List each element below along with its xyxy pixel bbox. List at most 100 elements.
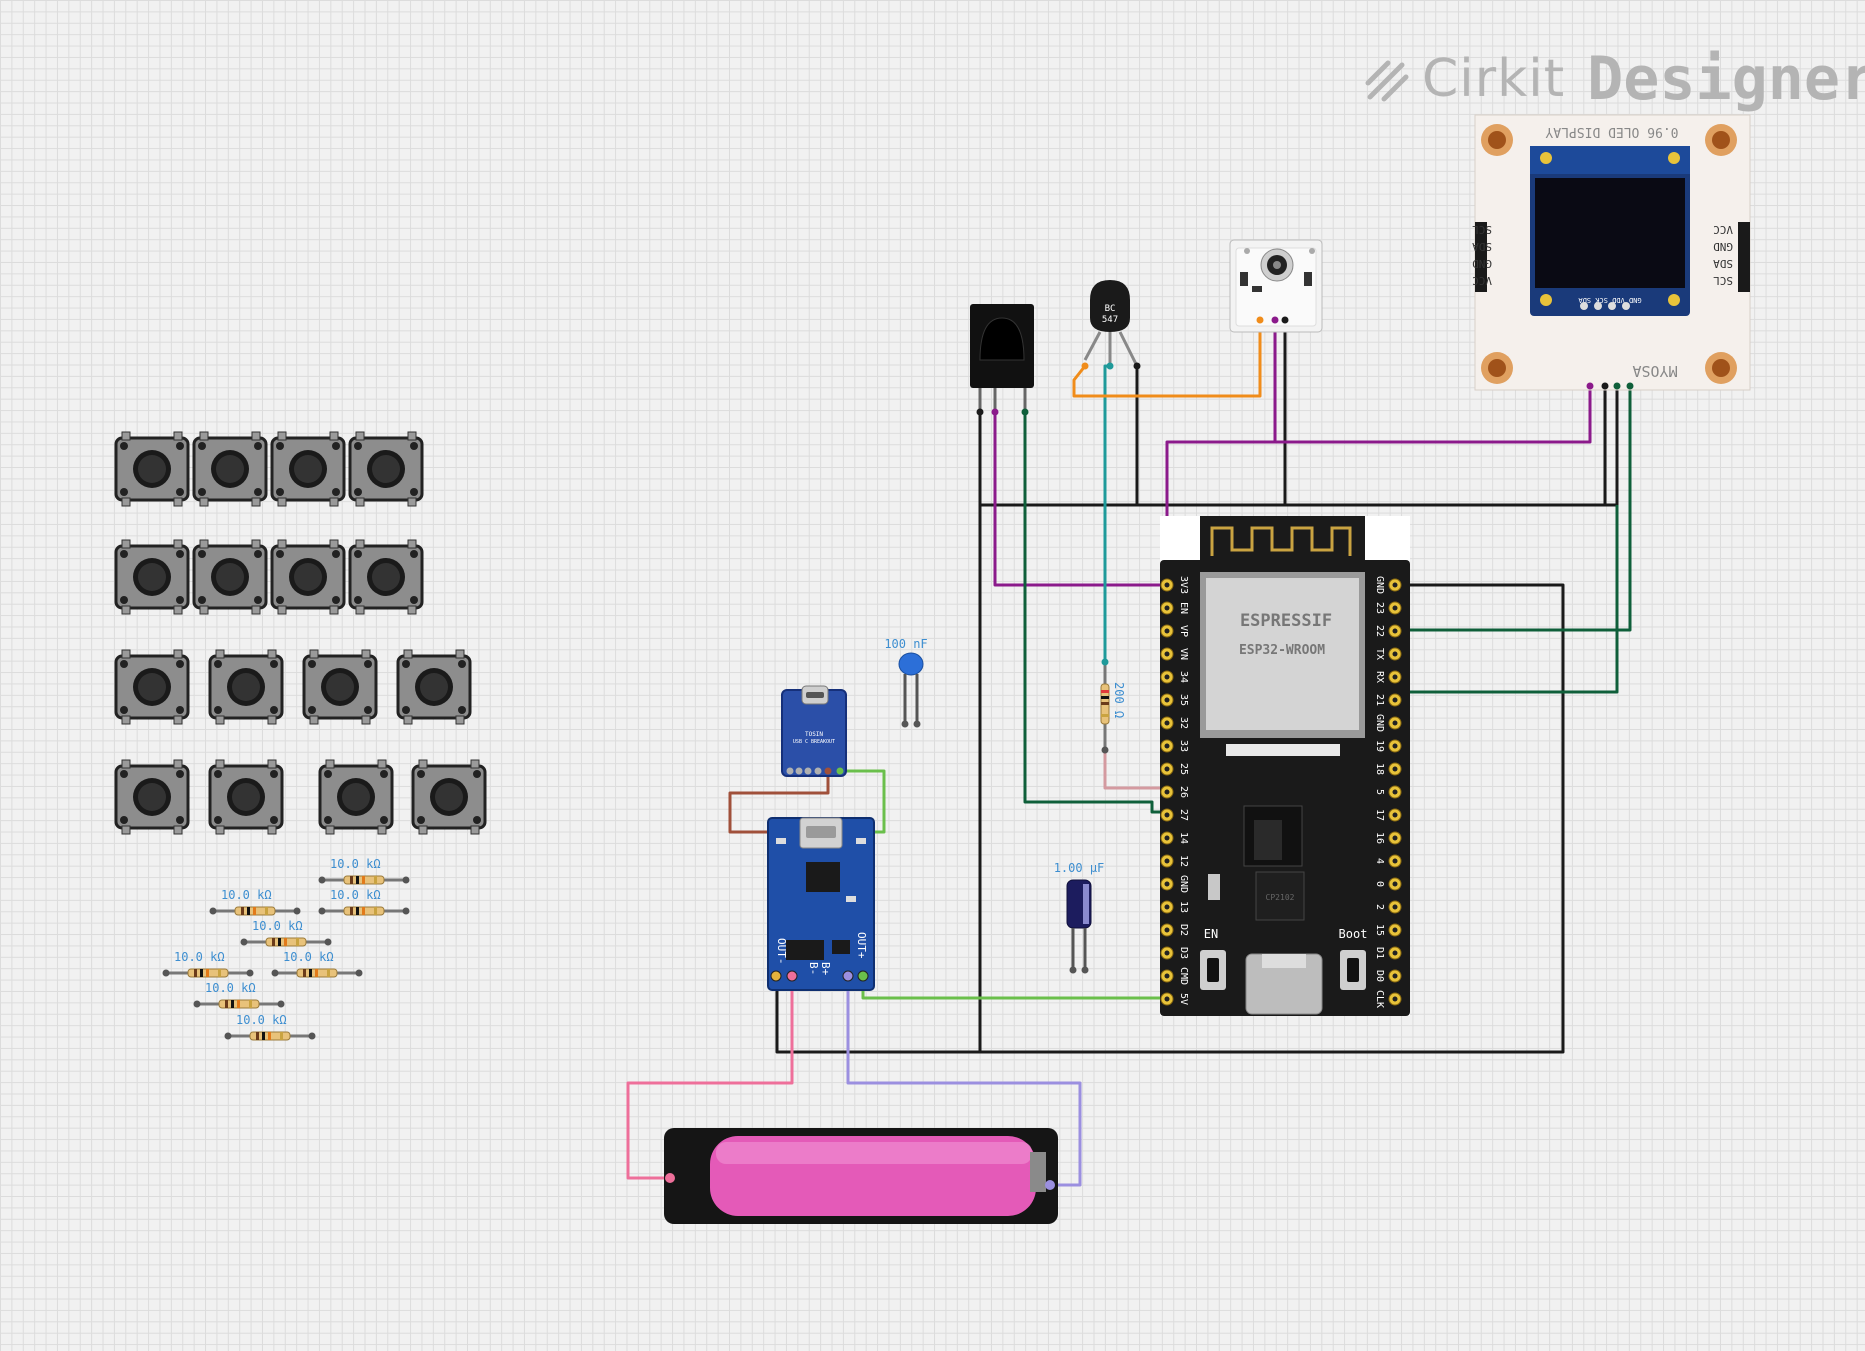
wire-transistor-collector[interactable] — [1072, 323, 1262, 398]
push-button-array — [114, 430, 487, 836]
transistor-label-2: 547 — [1102, 315, 1118, 325]
wire-gnd-bottom-bus[interactable] — [775, 583, 1565, 1054]
pin-hole — [1164, 858, 1170, 864]
esp32-button-en-label: EN — [1204, 927, 1218, 941]
esp32-pin-label: 26 — [1178, 786, 1189, 798]
pin-hole — [1164, 674, 1170, 680]
electrolytic-capacitor-label: 1.00 µF — [1054, 861, 1105, 875]
wire-outplus-5v[interactable] — [861, 976, 1167, 1000]
pin-hole — [1164, 766, 1170, 772]
push-button[interactable] — [114, 758, 190, 836]
battery-holder[interactable] — [664, 1128, 1058, 1224]
push-button[interactable] — [302, 648, 378, 726]
wire-ir-vcc[interactable] — [993, 412, 1167, 587]
electrolytic-capacitor[interactable]: 1.00 µF — [1054, 861, 1105, 974]
push-button[interactable] — [270, 430, 346, 508]
pin-hole — [1392, 605, 1398, 611]
esp32-devkit[interactable]: ESPRESSIF ESP32-WROOM CP2102 EN Boot 3V3… — [1160, 516, 1410, 1016]
wire-battery-minus[interactable] — [846, 976, 1082, 1187]
push-button[interactable] — [208, 648, 284, 726]
push-button[interactable] — [208, 758, 284, 836]
esp32-pin-label: 5 — [1374, 789, 1385, 795]
wire-oled-scl[interactable] — [1395, 505, 1619, 694]
esp32-pin-label: D2 — [1178, 924, 1189, 936]
pin-hole — [1392, 674, 1398, 680]
pin-hole — [1392, 628, 1398, 634]
wire-3v3-bus[interactable] — [1165, 386, 1592, 585]
push-button[interactable] — [192, 538, 268, 616]
pin-hole — [1392, 973, 1398, 979]
push-button[interactable] — [114, 538, 190, 616]
wire-oled-sda[interactable] — [1395, 386, 1632, 632]
push-button[interactable] — [348, 430, 424, 508]
usb-c-breakout[interactable]: TOSIN USB C BREAKOUT — [781, 685, 847, 777]
push-button[interactable] — [318, 758, 394, 836]
resistor-label: 10.0 kΩ — [236, 1013, 287, 1027]
push-button[interactable] — [192, 430, 268, 508]
ceramic-capacitor[interactable]: 100 nF — [884, 637, 928, 728]
pin-hole — [1392, 835, 1398, 841]
pin-hole — [1164, 996, 1170, 1002]
resistor-10k[interactable]: 10.0 kΩ — [270, 950, 364, 979]
esp32-pin-label: GND — [1178, 875, 1189, 893]
bc547-transistor[interactable]: BC 547 — [1081, 280, 1141, 370]
charger-label-bplus: B+ — [819, 962, 832, 976]
wire-resistor-gpio26[interactable] — [1103, 750, 1167, 790]
pin-hole — [1392, 697, 1398, 703]
pin-hole — [1392, 582, 1398, 588]
resistor-array: 10.0 kΩ 10.0 kΩ 10.0 kΩ 10.0 kΩ 10.0 kΩ … — [161, 857, 411, 1042]
resistor-10k[interactable]: 10.0 kΩ — [223, 1013, 317, 1042]
esp32-pin-label: EN — [1178, 602, 1189, 614]
resistor-200-ohm[interactable]: 200 Ω — [1100, 658, 1126, 754]
esp32-pin-label: 5V — [1178, 993, 1189, 1005]
ir-led-module[interactable] — [1229, 239, 1323, 333]
wire-battery-plus[interactable] — [626, 976, 794, 1180]
esp32-pin-label: D1 — [1374, 947, 1385, 959]
brand-name-cirkit: Cirkit — [1422, 49, 1566, 109]
pin-hole — [1392, 789, 1398, 795]
pin-hole — [1392, 904, 1398, 910]
resistor-10k[interactable]: 10.0 kΩ — [239, 919, 333, 948]
push-button[interactable] — [348, 538, 424, 616]
resistor-10k[interactable]: 10.0 kΩ — [317, 857, 411, 886]
pin-hole — [1392, 950, 1398, 956]
esp32-brand: ESPRESSIF — [1240, 611, 1332, 631]
ir-receiver[interactable] — [970, 304, 1034, 416]
wire-transistor-base[interactable] — [1103, 364, 1110, 662]
resistor-10k[interactable]: 10.0 kΩ — [317, 888, 411, 917]
cirkit-logo-icon — [1365, 60, 1409, 102]
push-button[interactable] — [114, 430, 190, 508]
push-button[interactable] — [114, 648, 190, 726]
esp32-pin-label: RX — [1374, 671, 1385, 683]
esp32-button-boot-label: Boot — [1339, 927, 1368, 941]
oled-right-pin: GND — [1713, 240, 1733, 253]
push-button[interactable] — [396, 648, 472, 726]
esp32-pin-label: 16 — [1374, 832, 1385, 844]
wire-usb-gnd[interactable] — [728, 771, 830, 834]
wire-gnd-top-bus[interactable] — [980, 386, 1619, 507]
resistor-10k[interactable]: 10.0 kΩ — [192, 981, 286, 1010]
esp32-pin-label: 0 — [1374, 881, 1385, 887]
oled-right-pin: SDA — [1713, 257, 1733, 270]
resistor-10k[interactable]: 10.0 kΩ — [208, 888, 302, 917]
push-button[interactable] — [270, 538, 346, 616]
push-button[interactable] — [411, 758, 487, 836]
resistor-label: 10.0 kΩ — [252, 919, 303, 933]
esp32-pin-label: 32 — [1178, 717, 1189, 729]
esp32-pin-label: 21 — [1374, 694, 1385, 706]
esp32-pin-label: D3 — [1178, 947, 1189, 959]
esp32-pin-label: D0 — [1374, 970, 1385, 982]
charger-module[interactable]: OUT- B- B+ OUT+ — [767, 817, 875, 991]
esp32-pin-label: 4 — [1374, 858, 1385, 864]
esp32-pin-label: 27 — [1178, 809, 1189, 821]
pin-hole — [1164, 582, 1170, 588]
oled-display[interactable]: 0.96 OLED DISPLAY GND VDD SCK SDA SCL SD… — [1472, 114, 1751, 391]
esp32-pin-label: 18 — [1374, 763, 1385, 775]
brand-name-designer: Designer — [1587, 44, 1865, 114]
resistor-label: 10.0 kΩ — [330, 888, 381, 902]
resistor-10k[interactable]: 10.0 kΩ — [161, 950, 255, 979]
charger-label-outplus: OUT+ — [855, 932, 868, 959]
esp32-pin-label: 25 — [1178, 763, 1189, 775]
wire-ir-signal[interactable] — [1023, 412, 1167, 814]
